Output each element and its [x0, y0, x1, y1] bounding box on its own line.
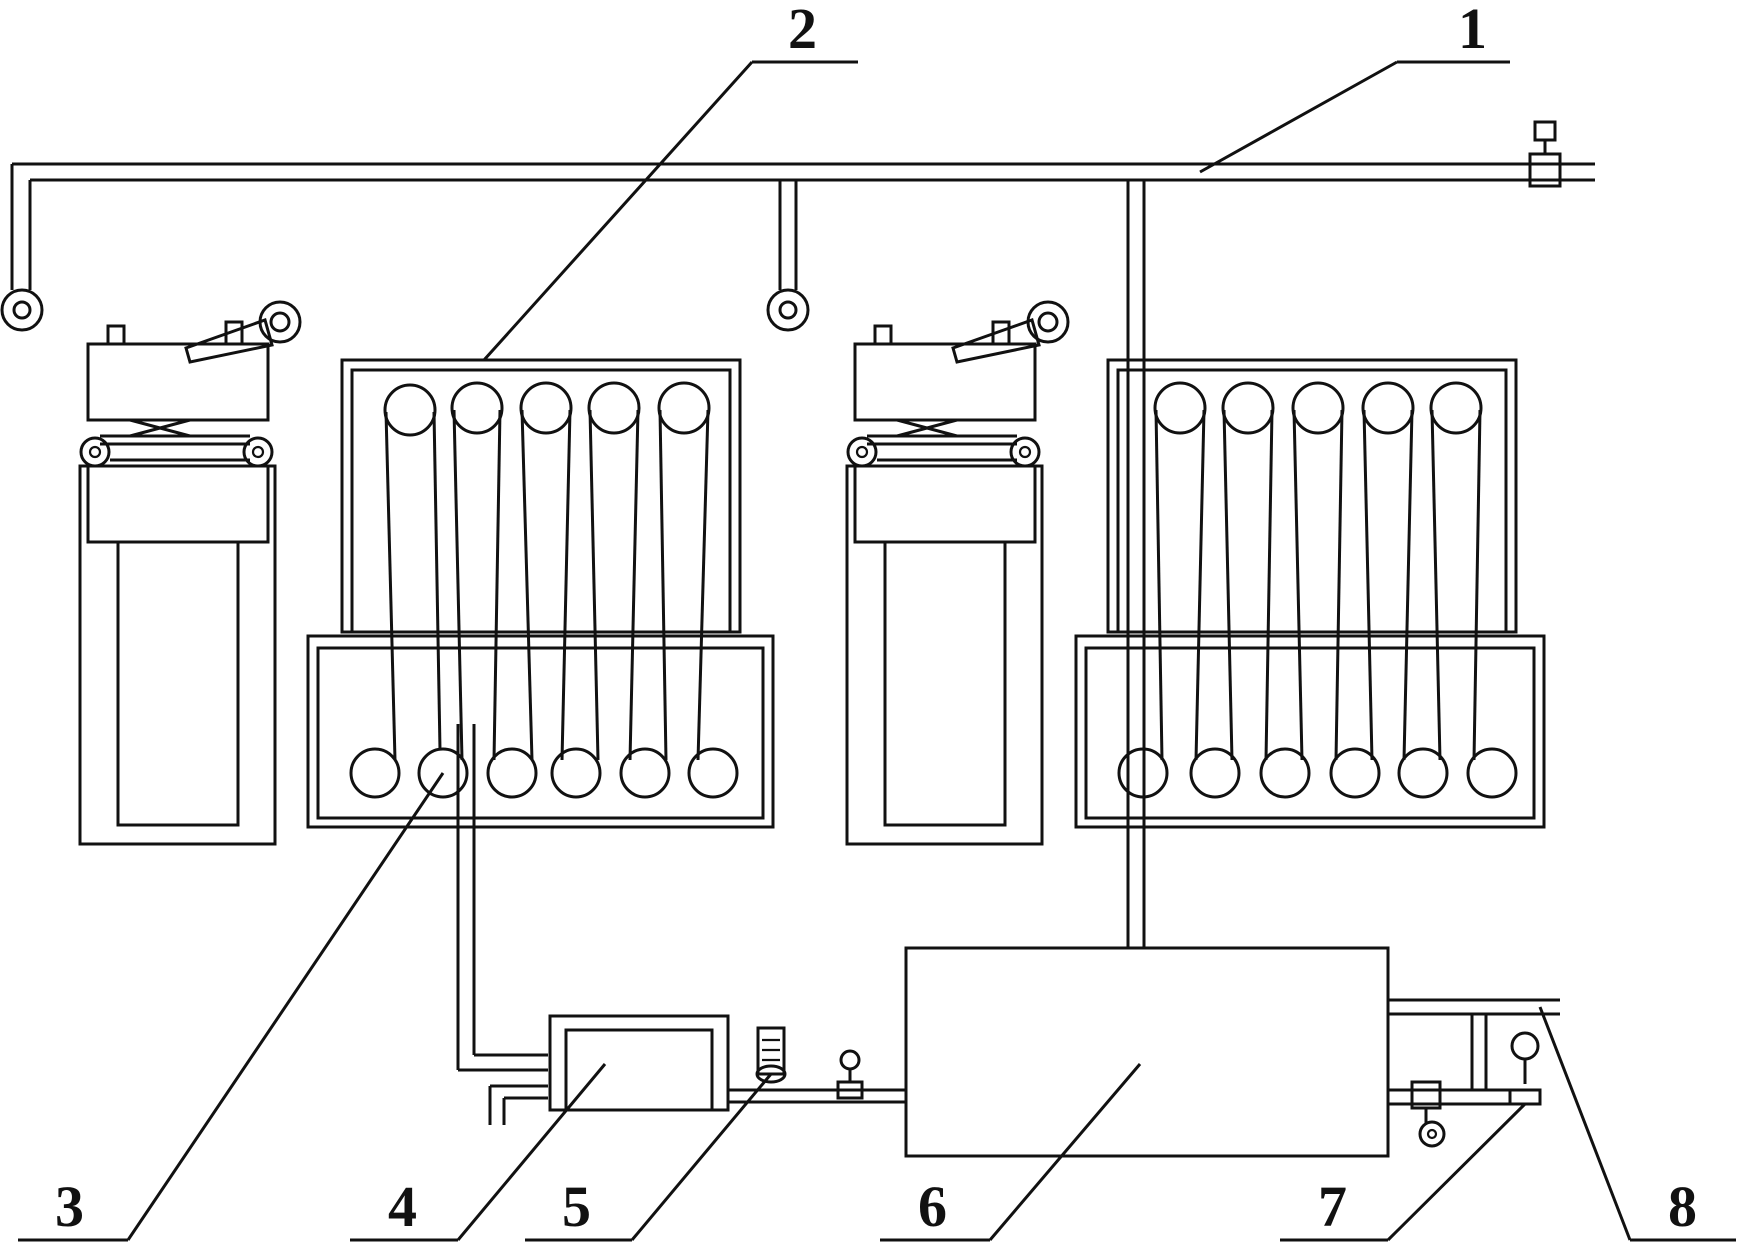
roller-dryer-left: [306, 358, 775, 829]
main-steam-pipe: [0, 162, 1595, 948]
callout-6: 6: [918, 1174, 947, 1239]
outlet-piping: [1388, 998, 1560, 1148]
pump: [755, 1026, 787, 1084]
callout-5: 5: [562, 1174, 591, 1239]
dryer-unit-right: [845, 300, 1070, 846]
return-pipe: [456, 724, 548, 1125]
check-valve: [836, 1049, 864, 1100]
callout-3: 3: [55, 1174, 84, 1239]
callout-2: 2: [788, 0, 817, 61]
dryer-unit-left: [78, 300, 302, 846]
callout-1: 1: [1458, 0, 1487, 61]
main-pipe-valve: [1528, 120, 1562, 188]
callout-7: 7: [1318, 1174, 1347, 1239]
condensate-tank: [548, 1014, 730, 1112]
boiler: [904, 946, 1390, 1158]
callout-4: 4: [388, 1174, 417, 1239]
leader-lines: [18, 60, 1736, 1242]
roller-dryer-right: [1074, 358, 1546, 829]
callout-8: 8: [1668, 1174, 1697, 1239]
